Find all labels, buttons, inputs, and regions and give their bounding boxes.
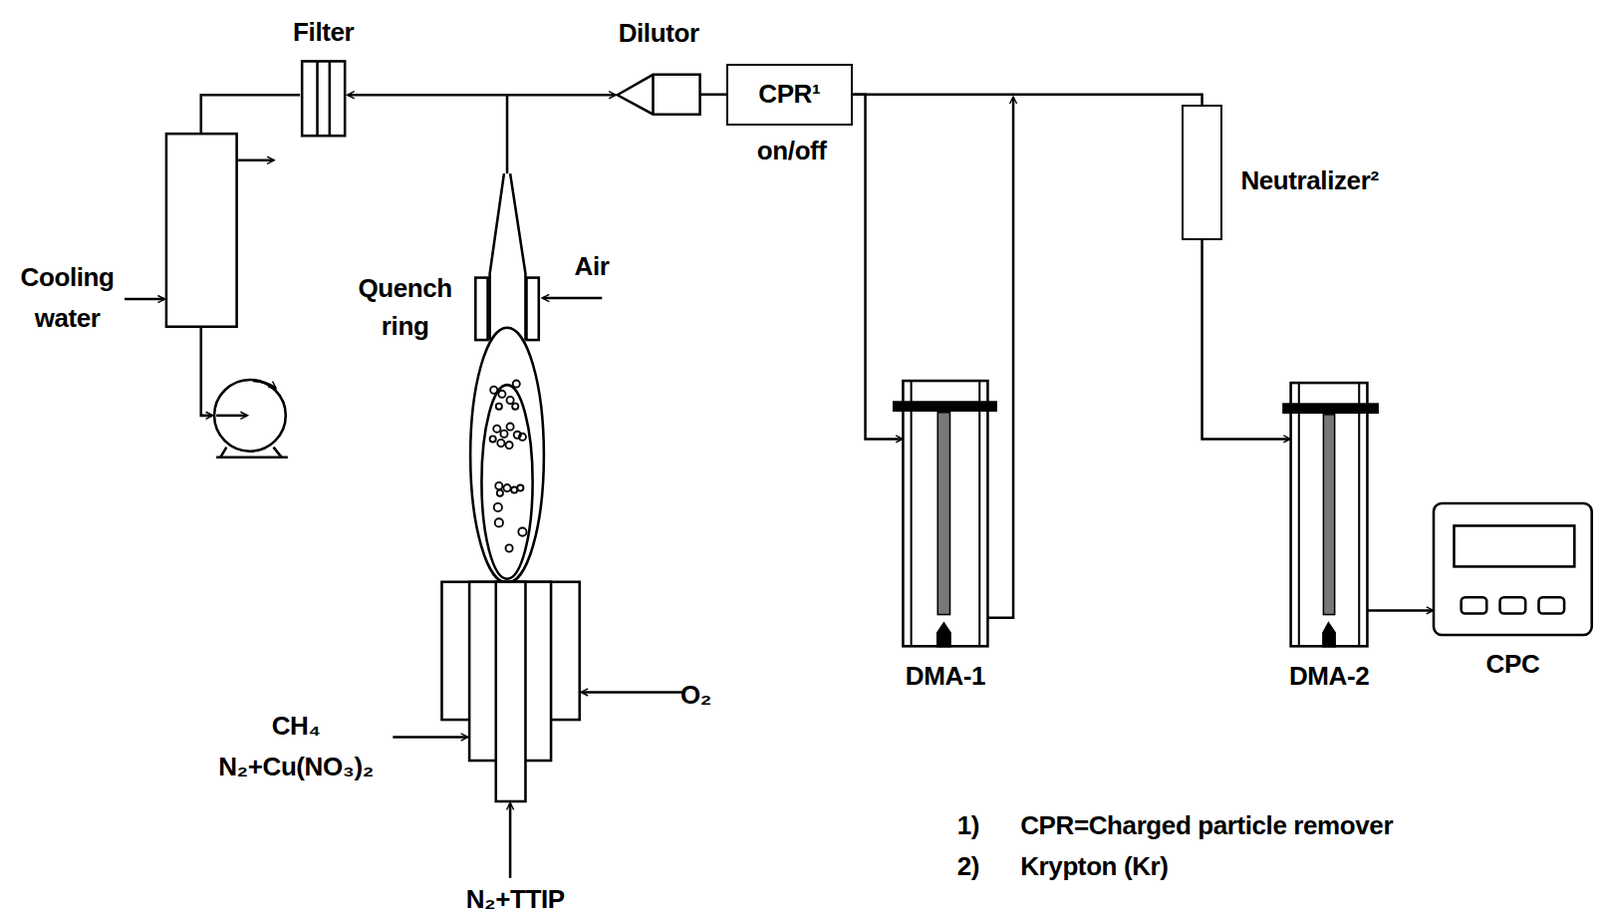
part-label: Dilutor bbox=[618, 17, 700, 48]
flow-line bbox=[852, 94, 902, 440]
dilutor-drawing bbox=[617, 74, 701, 115]
footnote: 1) bbox=[957, 809, 980, 840]
stream-label: Cooling water bbox=[5, 257, 129, 339]
footnote: 2) bbox=[957, 850, 980, 881]
part-label: CPC bbox=[1486, 648, 1541, 679]
burner bbox=[392, 581, 684, 878]
stream-label: CH₄ bbox=[271, 710, 321, 741]
filter: Filter bbox=[301, 60, 345, 136]
stream-label: N₂+Cu(NO₃)₂ bbox=[218, 751, 374, 782]
stream-label: Air bbox=[574, 251, 610, 281]
cooler bbox=[124, 94, 300, 416]
box-label: CPR¹ bbox=[758, 78, 820, 109]
quench-ring bbox=[475, 277, 602, 340]
charged-particle-remover: CPR¹on/off bbox=[726, 63, 853, 126]
filter-drawing bbox=[301, 60, 345, 136]
footnote: Krypton (Kr) bbox=[1020, 850, 1168, 881]
part-label: DMA-2 bbox=[1289, 660, 1369, 691]
particle-counter: CPC bbox=[1433, 503, 1593, 635]
flow-line bbox=[1202, 240, 1291, 440]
flame bbox=[470, 327, 544, 583]
footnote: CPR=Charged particle remover bbox=[1020, 809, 1393, 840]
dma-1-drawing bbox=[893, 380, 996, 646]
part-label: DMA-1 bbox=[905, 660, 986, 691]
cpc-drawing bbox=[1433, 503, 1593, 635]
pump bbox=[214, 379, 288, 458]
flow-line bbox=[700, 92, 728, 96]
flow-line bbox=[852, 94, 1202, 106]
flow-line bbox=[1366, 608, 1433, 612]
part-label: Neutralizer² bbox=[1240, 165, 1378, 196]
part-label: on/off bbox=[757, 135, 827, 166]
dilutor: Dilutor bbox=[617, 74, 701, 115]
stream-label: O₂ bbox=[680, 679, 712, 710]
stream-label: Quench ring bbox=[341, 269, 470, 346]
dma-2-drawing bbox=[1283, 382, 1377, 646]
stream-label: N₂+TTIP bbox=[466, 883, 565, 914]
dma-column: DMA-2 bbox=[1291, 382, 1368, 646]
dma-column: DMA-1 bbox=[902, 380, 988, 646]
part-label: Filter bbox=[292, 16, 354, 47]
neutralizer: Neutralizer² bbox=[1181, 104, 1223, 240]
flow-line bbox=[987, 97, 1014, 618]
